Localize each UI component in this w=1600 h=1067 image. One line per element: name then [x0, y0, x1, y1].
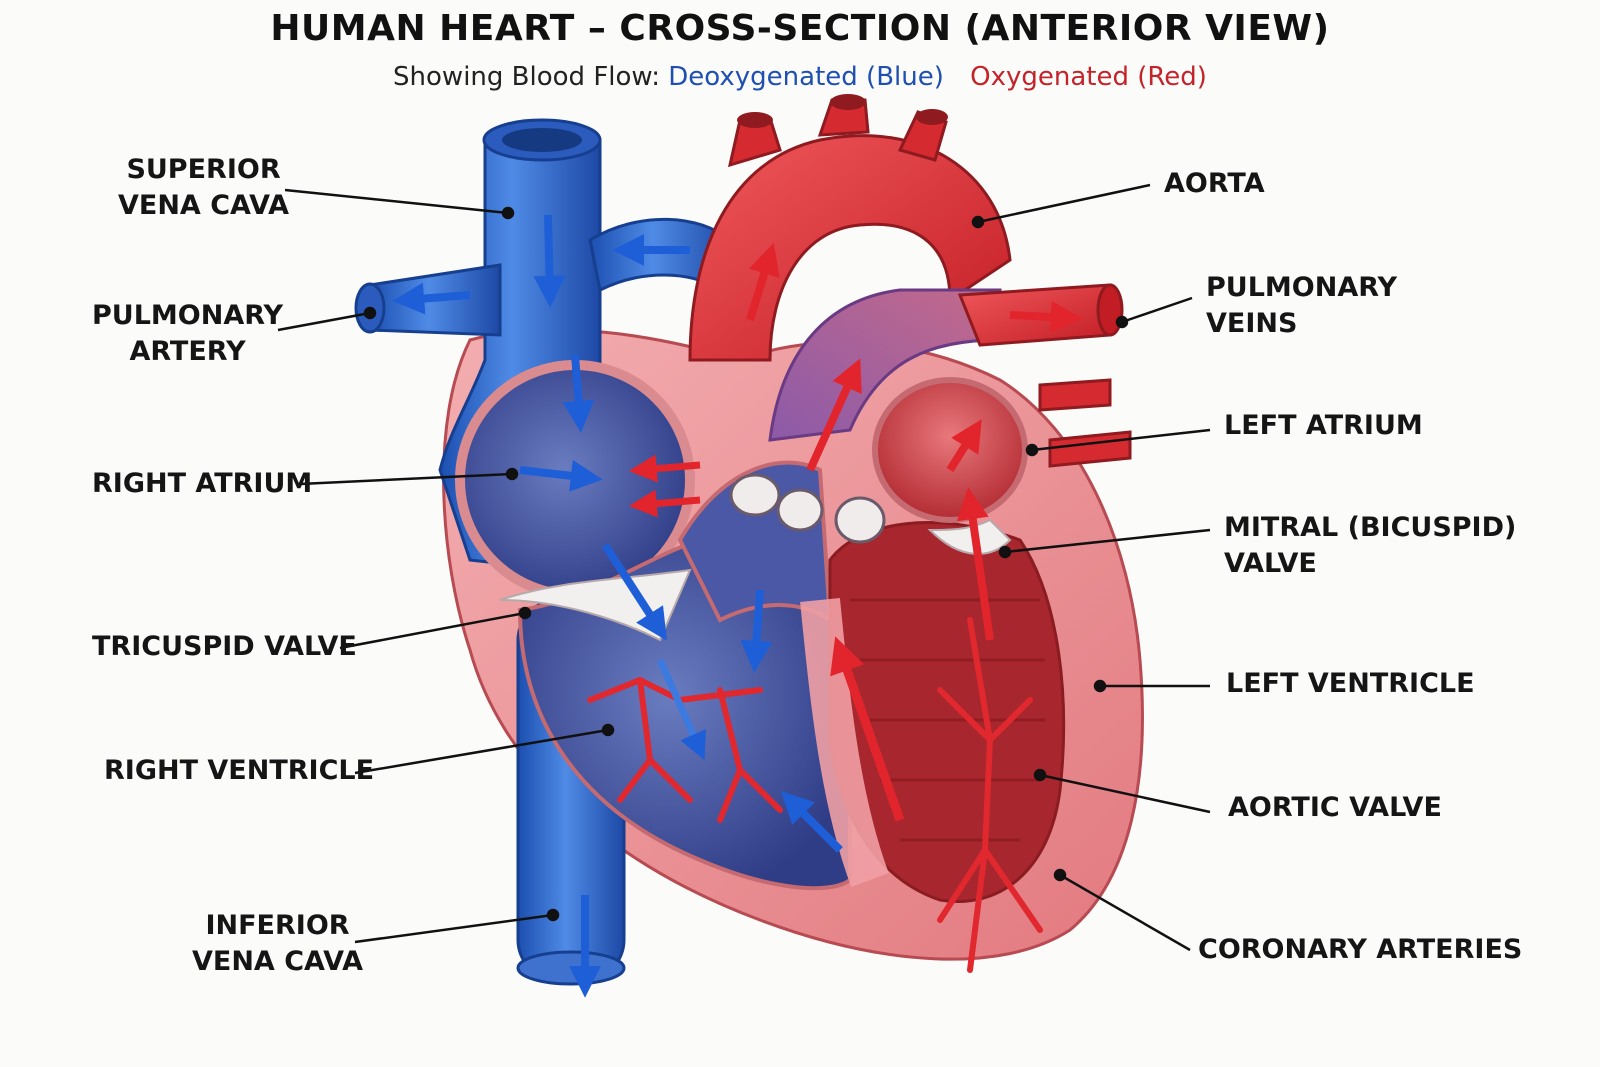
label-tricuspid-valve: TRICUSPID VALVE: [92, 631, 357, 662]
label-line: MITRAL (BICUSPID): [1224, 512, 1517, 543]
label-right-ventricle: RIGHT VENTRICLE: [104, 755, 375, 786]
label-inferior-vena-cava: INFERIOR VENA CAVA: [192, 908, 363, 980]
diagram-title: HUMAN HEART – CROSS-SECTION (ANTERIOR VI…: [270, 8, 1330, 49]
label-line: VEINS: [1206, 308, 1298, 339]
label-superior-vena-cava: SUPERIOR VENA CAVA: [118, 152, 289, 224]
label-mitral-valve: MITRAL (BICUSPID) VALVE: [1224, 510, 1516, 582]
subtitle-deoxygenated: Deoxygenated (Blue): [668, 62, 944, 92]
label-line: PULMONARY: [1206, 272, 1398, 303]
label-pulmonary-veins: PULMONARY VEINS: [1206, 270, 1397, 342]
label-pulmonary-artery: PULMONARY ARTERY: [92, 298, 283, 370]
label-line: VENA CAVA: [118, 190, 290, 221]
subtitle-prefix: Showing Blood Flow:: [393, 62, 661, 92]
diagram-subtitle: Showing Blood Flow: Deoxygenated (Blue) …: [0, 62, 1600, 92]
label-coronary-arteries: CORONARY ARTERIES: [1198, 934, 1523, 965]
left-atrium-chamber: [872, 377, 1028, 523]
label-line: INFERIOR: [205, 910, 350, 941]
label-left-atrium: LEFT ATRIUM: [1224, 410, 1423, 441]
label-line: ARTERY: [129, 336, 246, 367]
label-line: SUPERIOR: [126, 154, 281, 185]
label-line: PULMONARY: [92, 300, 284, 331]
aorta: [688, 134, 1012, 362]
label-line: VENA CAVA: [192, 946, 364, 977]
label-aorta: AORTA: [1164, 168, 1265, 199]
label-right-atrium: RIGHT ATRIUM: [92, 468, 313, 499]
subtitle-oxygenated: Oxygenated (Red): [970, 62, 1207, 92]
label-line: VALVE: [1224, 548, 1317, 579]
label-left-ventricle: LEFT VENTRICLE: [1226, 668, 1475, 699]
label-aortic-valve: AORTIC VALVE: [1228, 792, 1442, 823]
